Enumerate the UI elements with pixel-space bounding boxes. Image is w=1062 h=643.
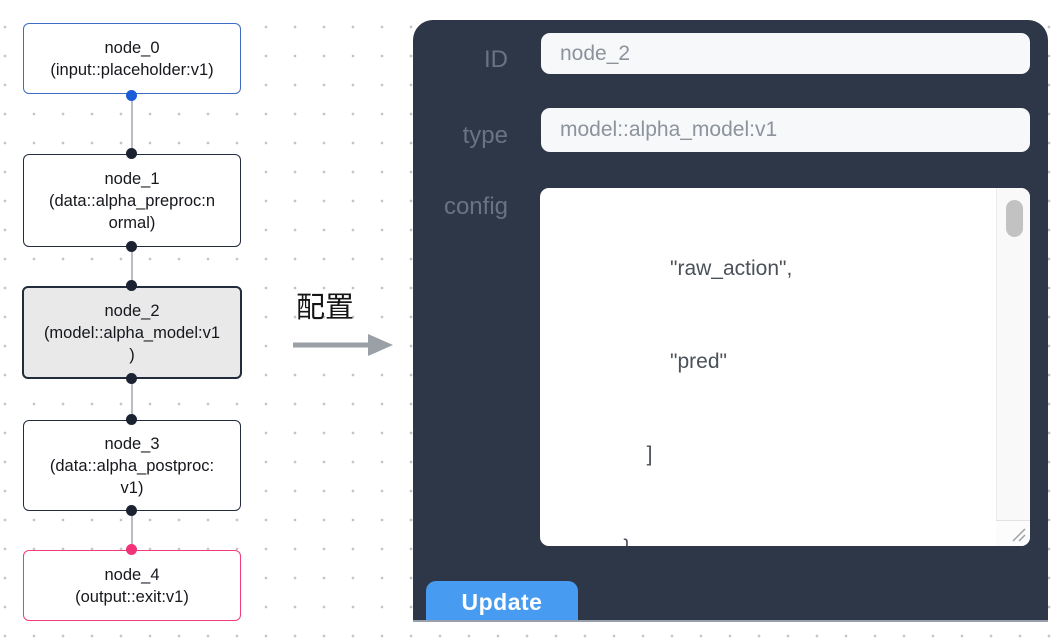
node-type-label: ormal) [108,213,156,232]
config-json-line: }, [600,532,991,546]
node-id-label: node_4 [104,565,160,584]
node-type-label: (data::alpha_preproc:n [48,191,216,210]
edge-node0-node1 [131,95,133,154]
node-type-label: (data::alpha_postproc: [49,456,215,475]
config-scrollbar-track[interactable] [996,188,1030,546]
node-config-panel: ID type config "raw_action", "pred" ] },… [413,20,1048,622]
config-scrollbar-thumb[interactable] [1006,200,1023,237]
config-resize-corner [996,520,1030,546]
config-json-line: ] [600,443,653,466]
node-type-label: (input::placeholder:v1) [50,60,214,79]
port-node4-input[interactable] [126,544,137,555]
id-input[interactable] [541,33,1030,74]
type-field-label: type [462,122,508,149]
config-textarea[interactable]: "raw_action", "pred" ] }, "trace": { "sc… [540,188,1030,546]
config-json-line: "raw_action", [600,257,793,280]
port-node2-input[interactable] [126,280,137,291]
port-node1-input[interactable] [126,148,137,159]
config-json-content: "raw_action", "pred" ] }, "trace": { "sc… [540,188,995,546]
config-json-line: "pred" [600,350,727,373]
node-id-label: node_0 [104,38,160,57]
update-button[interactable]: Update [426,581,578,620]
edge-node1-node2 [131,247,133,286]
edge-node2-node3 [131,379,133,420]
graph-node-node_4[interactable]: node_4 (output::exit:v1) [23,550,241,621]
id-field-label: ID [484,46,508,73]
edge-node3-node4 [131,511,133,550]
port-node1-output[interactable] [126,241,137,252]
node-type-label: (model::alpha_model:v1 [43,323,221,342]
graph-node-node_0[interactable]: node_0 (input::placeholder:v1) [23,23,241,94]
graph-node-node_1[interactable]: node_1 (data::alpha_preproc:n ormal) [23,154,241,247]
resize-handle-icon[interactable] [1011,527,1027,543]
node-id-label: node_2 [104,301,160,320]
port-node3-input[interactable] [126,414,137,425]
node-type-label: v1) [120,478,144,497]
node-id-label: node_1 [104,169,160,188]
node-id-label: node_3 [104,434,160,453]
node-type-label: (output::exit:v1) [75,587,189,606]
type-input[interactable] [541,108,1030,152]
port-node2-output[interactable] [126,373,137,384]
port-node3-output[interactable] [126,505,137,516]
configure-label: 配置 [296,292,355,324]
port-node0-output[interactable] [126,90,137,101]
graph-node-node_3[interactable]: node_3 (data::alpha_postproc: v1) [23,420,241,511]
graph-node-node_2-selected[interactable]: node_2 (model::alpha_model:v1 ) [22,286,242,379]
config-field-label: config [443,193,508,220]
right-arrow-icon [293,334,393,356]
node-type-label: ) [129,345,135,364]
